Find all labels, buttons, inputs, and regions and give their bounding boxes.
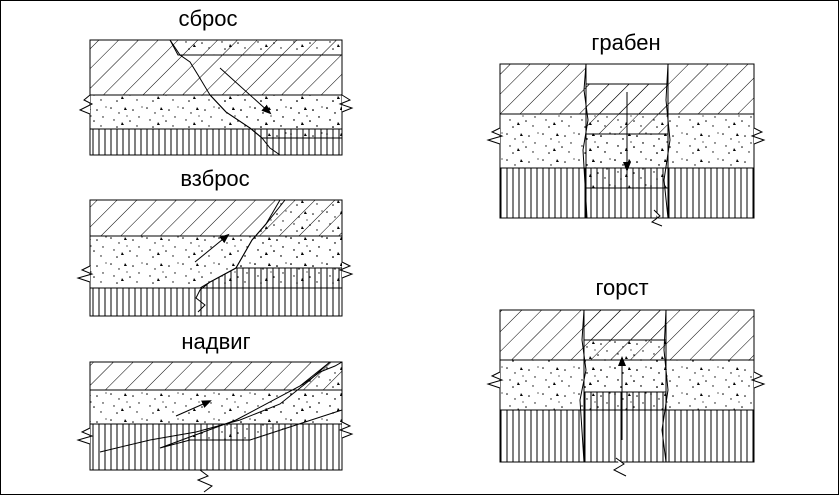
fault-line bbox=[169, 39, 281, 156]
movement-arrow bbox=[175, 400, 212, 417]
label-nadvig: надвиг bbox=[181, 329, 250, 354]
break-edge bbox=[486, 127, 504, 145]
break-edge bbox=[76, 427, 94, 445]
horst-striped bbox=[583, 391, 667, 463]
label-gorst: горст bbox=[595, 275, 648, 300]
fault-line bbox=[99, 361, 331, 453]
horst-speckled bbox=[583, 339, 667, 393]
label-vzbros: взброс bbox=[180, 166, 249, 191]
break-edge bbox=[338, 261, 354, 279]
panel-horst: горст bbox=[486, 275, 766, 477]
fault-line-upper bbox=[299, 361, 343, 387]
fault-line bbox=[195, 199, 286, 313]
panel-graben: грабен bbox=[486, 30, 766, 227]
break-edge bbox=[76, 265, 94, 283]
horst-hatched bbox=[583, 309, 667, 341]
break-edge bbox=[486, 371, 504, 389]
break-edge bbox=[196, 469, 213, 493]
fault-line-left bbox=[582, 63, 589, 219]
graben-striped bbox=[585, 187, 669, 219]
movement-arrow bbox=[194, 233, 230, 263]
label-graben: грабен bbox=[591, 30, 660, 55]
striped-layer bbox=[89, 287, 343, 317]
break-edge bbox=[78, 94, 94, 115]
break-edge bbox=[338, 94, 354, 113]
label-sbros: сброс bbox=[178, 6, 237, 31]
panel-thrust-fault: надвиг bbox=[76, 329, 354, 493]
fault-line-left bbox=[579, 309, 587, 463]
break-edge bbox=[650, 209, 663, 227]
break-edge bbox=[750, 127, 766, 145]
downthrown-speckled bbox=[169, 39, 343, 56]
break-edge bbox=[612, 457, 627, 477]
break-edge bbox=[338, 421, 354, 439]
break-edge bbox=[750, 371, 766, 389]
movement-arrow bbox=[219, 67, 272, 115]
fault-line-right bbox=[663, 63, 671, 219]
panel-reverse-fault: взброс bbox=[76, 166, 354, 317]
graben-gap bbox=[585, 63, 669, 85]
fault-line-right bbox=[661, 309, 669, 463]
panel-normal-fault: сброс bbox=[78, 6, 354, 156]
